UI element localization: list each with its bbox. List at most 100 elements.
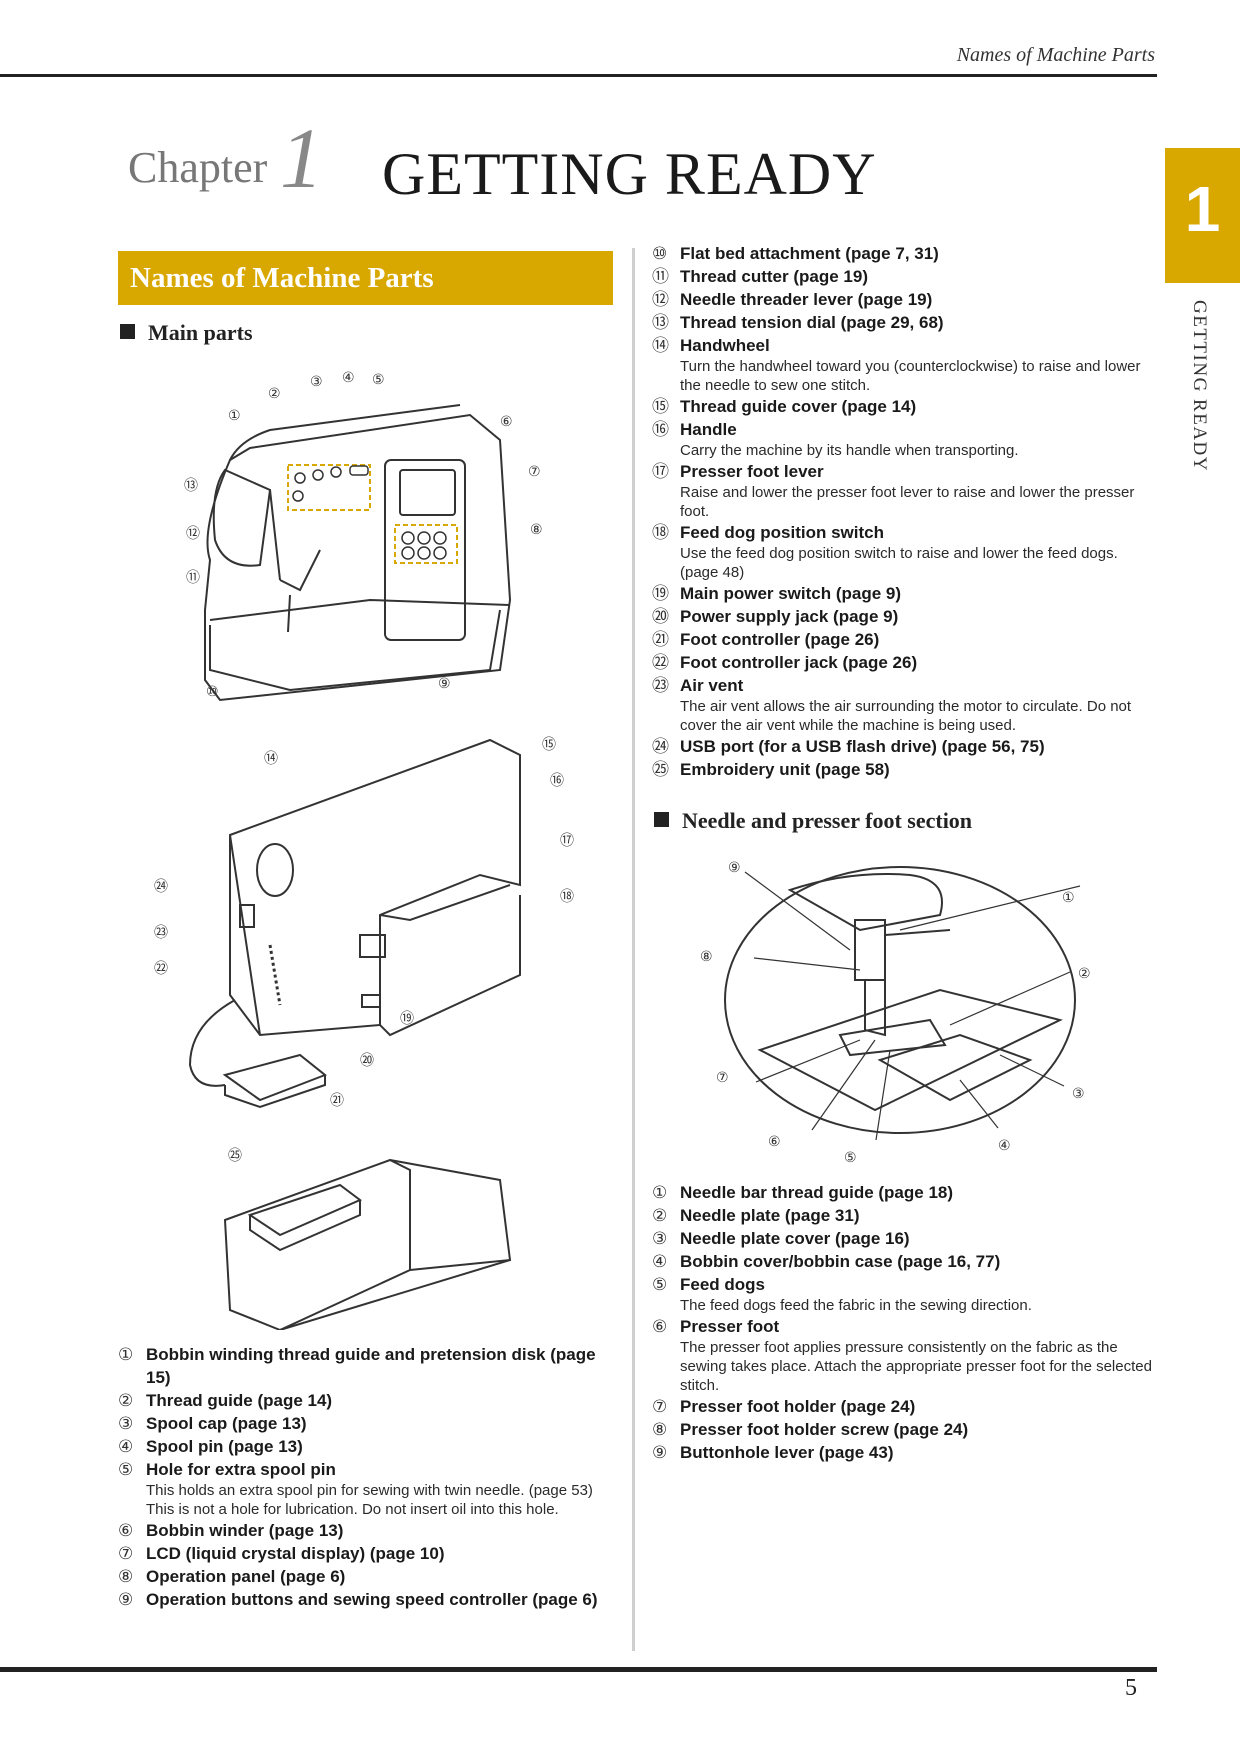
part-title: Thread guide (page 14): [146, 1391, 333, 1410]
part-title: Presser foot: [680, 1317, 780, 1336]
bottom-rule: [0, 1667, 1157, 1672]
main-parts-list-left: ① Bobbin winding thread guide and pretens…: [118, 1343, 618, 1611]
part-title: Spool pin (page 13): [146, 1437, 303, 1456]
part-number: ⑧: [118, 1567, 134, 1586]
part-title: Flat bed attachment (page 7, 31): [680, 244, 939, 263]
part-number: ①: [118, 1345, 134, 1364]
callout-12: ⑫: [186, 526, 200, 542]
needle-section-heading: Needle and presser foot section: [654, 808, 972, 834]
callout-15: ⑮: [542, 737, 556, 753]
part-title: LCD (liquid crystal display) (page 10): [146, 1544, 445, 1563]
chapter-tab-number: 1: [1184, 173, 1221, 245]
part-body: Embroidery unit (page 58): [680, 758, 1157, 781]
callout-5: ⑤: [372, 372, 385, 388]
part-list-item: ㉑ Foot controller (page 26): [652, 628, 1157, 651]
part-list-item: ㉒ Foot controller jack (page 26): [652, 651, 1157, 674]
callout-10: ⑩: [206, 684, 219, 700]
part-number: ⑦: [118, 1544, 134, 1563]
square-bullet-icon: [654, 812, 669, 827]
callout-14: ⑭: [264, 751, 278, 767]
callout-13: ⑬: [184, 478, 198, 494]
part-title: Operation panel (page 6): [146, 1567, 346, 1586]
part-number: ⑨: [118, 1590, 134, 1609]
part-list-item: ⑦ LCD (liquid crystal display) (page 10): [118, 1542, 618, 1565]
square-bullet-icon: [120, 324, 135, 339]
part-title: Feed dogs: [680, 1275, 766, 1294]
callout-9: ⑨: [438, 676, 451, 692]
part-number: ㉒: [652, 653, 669, 672]
part-body: Presser foot holder (page 24): [680, 1395, 1157, 1418]
part-number: ⑮: [652, 397, 669, 416]
needle-callout-2: ②: [1078, 966, 1091, 982]
part-number: ⑰: [652, 462, 669, 481]
part-description: Use the feed dog position switch to rais…: [680, 545, 1118, 581]
part-body: Thread tension dial (page 29, 68): [680, 311, 1157, 334]
part-body: Bobbin cover/bobbin case (page 16, 77): [680, 1250, 1157, 1273]
callout-25: ㉕: [228, 1148, 242, 1164]
part-title: Hole for extra spool pin: [146, 1460, 336, 1479]
part-title: Foot controller (page 26): [680, 630, 880, 649]
part-body: Presser foot holder screw (page 24): [680, 1418, 1157, 1441]
needle-section-heading-text: Needle and presser foot section: [682, 808, 973, 833]
callout-3: ③: [310, 374, 323, 390]
part-title: Operation buttons and sewing speed contr…: [146, 1590, 598, 1609]
part-title: Foot controller jack (page 26): [680, 653, 918, 672]
embroidery-unit-illustration: ㉕: [223, 1148, 512, 1330]
part-title: Needle bar thread guide (page 18): [680, 1183, 954, 1202]
callout-16: ⑯: [550, 773, 564, 789]
part-number: ④: [118, 1437, 134, 1456]
part-number: ㉔: [652, 737, 669, 756]
part-description: Turn the handwheel toward you (countercl…: [680, 358, 1141, 394]
part-body: Bobbin winder (page 13): [146, 1519, 618, 1542]
part-title: Presser foot holder (page 24): [680, 1397, 916, 1416]
callout-24: ㉔: [154, 879, 168, 895]
part-body: Needle plate cover (page 16): [680, 1227, 1157, 1250]
section-title: Names of Machine Parts: [130, 262, 434, 294]
needle-callout-4: ④: [998, 1138, 1011, 1154]
callout-6: ⑥: [500, 414, 513, 430]
part-number: ③: [652, 1229, 668, 1248]
part-title: Thread guide cover (page 14): [680, 397, 917, 416]
part-number: ㉑: [652, 630, 669, 649]
part-number: ②: [118, 1391, 134, 1410]
part-body: Bobbin winding thread guide and pretensi…: [146, 1343, 618, 1389]
main-parts-heading-text: Main parts: [148, 320, 253, 345]
callout-7: ⑦: [528, 464, 541, 480]
part-title: Buttonhole lever (page 43): [680, 1443, 894, 1462]
part-title: Handwheel: [680, 336, 770, 355]
part-number: ⑬: [652, 313, 669, 332]
part-number: ⑫: [652, 290, 669, 309]
part-description: The presser foot applies pressure consis…: [680, 1339, 1152, 1394]
main-parts-heading: Main parts: [120, 320, 253, 346]
part-list-item: ⑨ Operation buttons and sewing speed cont…: [118, 1588, 618, 1611]
chapter-number: 1: [280, 110, 323, 206]
running-header: Names of Machine Parts: [956, 44, 1155, 66]
part-body: Spool pin (page 13): [146, 1435, 618, 1458]
part-title: Feed dog position switch: [680, 523, 884, 542]
chapter-label: Chapter: [128, 143, 268, 192]
callout-18: ⑱: [560, 889, 574, 905]
callout-2: ②: [268, 386, 281, 402]
needle-section-illustration: ① ② ③ ④ ⑤ ⑥ ⑦ ⑧ ⑨: [700, 860, 1091, 1166]
part-body: Flat bed attachment (page 7, 31): [680, 242, 1157, 265]
